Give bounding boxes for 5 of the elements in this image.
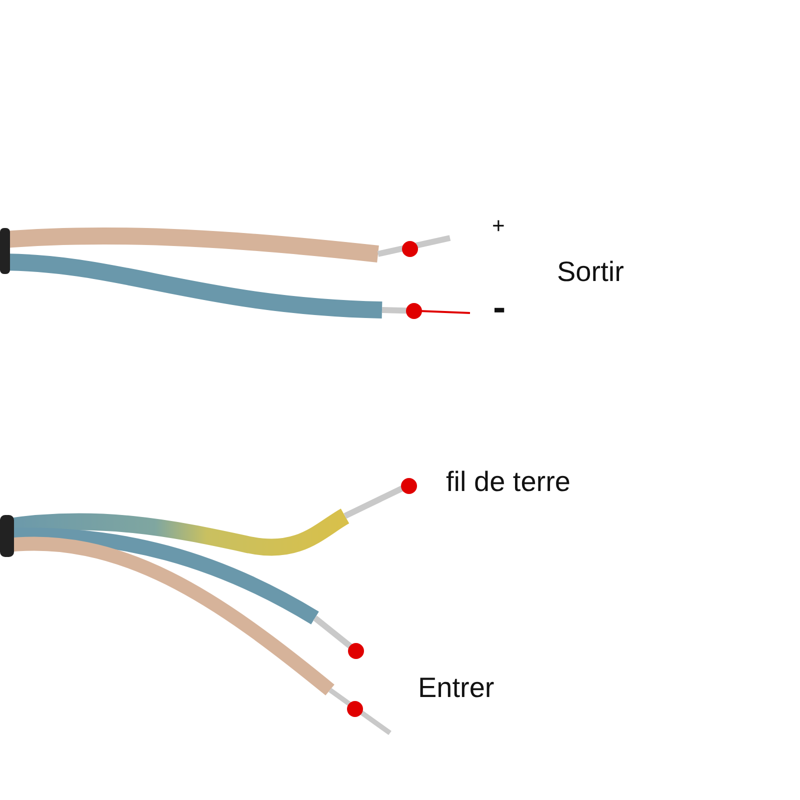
polarity-label: - — [493, 286, 506, 331]
ground-wire-label: fil de terre — [446, 465, 570, 499]
output-label: Sortir — [557, 255, 624, 289]
polarity-label: + — [492, 212, 505, 240]
input-label: Entrer — [418, 671, 494, 705]
